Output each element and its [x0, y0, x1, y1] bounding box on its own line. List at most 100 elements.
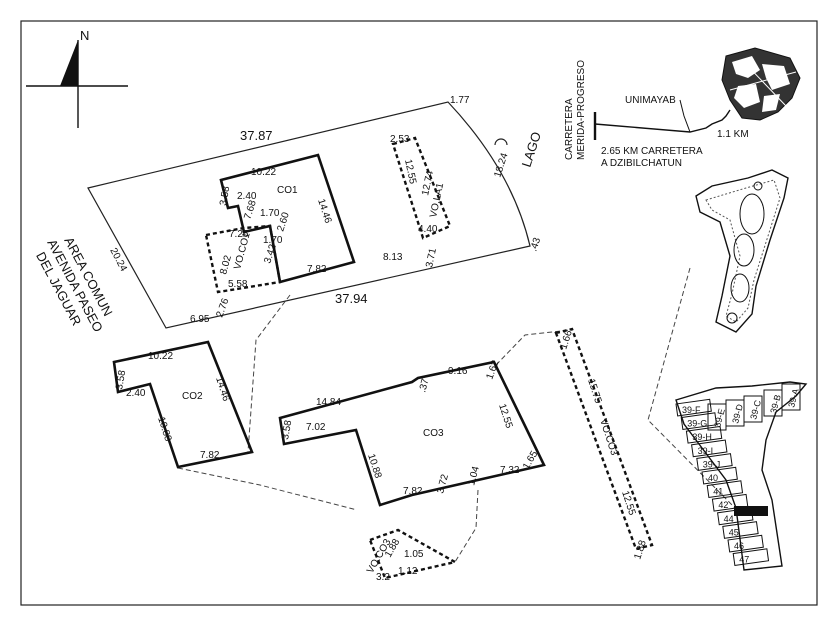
co1-dim-10: 7.82 [307, 264, 327, 275]
lot-label-39-I: 39-I [698, 446, 714, 456]
location-map: CARRETERA MERIDA-PROGRESO UNIMAYAB 1.1 K… [564, 47, 801, 169]
co1-dim-3: 2.40 [237, 191, 257, 202]
vo-co3-small-dim-4: 3.2 [376, 572, 390, 583]
lot-label-46: 46 [734, 541, 744, 551]
vo-la1-outline [391, 136, 452, 240]
site-dim-right-arc: 18.24 [492, 151, 510, 179]
vo-co3-small-dim-3: 1.12 [398, 566, 418, 577]
co3-dim-6: 7.02 [306, 422, 326, 433]
vo-la1-dim-1: 2.53 [390, 134, 410, 145]
vo-co3-long-dim-1: 1.66 [558, 329, 575, 351]
site-dim-left: 20.24 [107, 246, 129, 274]
co3-dim-9: 7.82 [403, 486, 423, 497]
site-dim-bl2: 2.76 [214, 297, 231, 319]
site-dim-top: 37.87 [240, 128, 273, 143]
vo-co1-dim-2: 8.02 [218, 254, 234, 276]
lot-label-40: 40 [708, 473, 718, 483]
north-label: N [80, 28, 89, 43]
lot-label-41: 41 [713, 487, 723, 497]
site-dim-right-small: .43 [528, 236, 543, 253]
lot-cell-39-G [680, 412, 718, 431]
road-label-1: CARRETERA [564, 98, 575, 160]
lago-label: LAGO [519, 130, 544, 169]
lot-label-47: 47 [739, 555, 749, 565]
co2-label: CO2 [182, 391, 203, 402]
lot-grid: 39-A39-B39-C39-D39-E39-F39-G39-H39-I39-J… [675, 381, 808, 571]
co2-dim-6: 7.82 [200, 450, 220, 461]
vo-la1-dim-3: 12.55 [402, 158, 418, 185]
lot-label-39-C: 39-C [748, 399, 763, 421]
leader-co3-vo [495, 329, 571, 366]
site-dim-bottom: 37.94 [335, 291, 368, 306]
vo-co1-outline [204, 224, 282, 294]
lot-label-39-H: 39-H [692, 432, 712, 442]
co1-dim-2: 3.58 [218, 185, 232, 207]
lot-cell-40 [701, 466, 738, 485]
site-boundary [87, 101, 531, 329]
lot-label-44: 44 [724, 514, 734, 524]
lot-label-42: 42 [718, 500, 728, 510]
lot-cell-46 [727, 534, 764, 553]
lot-label-39-B: 39-B [768, 394, 783, 415]
vo-co1-dim-3: 5.58 [228, 279, 248, 290]
co2-outline [112, 340, 254, 469]
lot-cell-39-E [707, 403, 727, 431]
lot-cell-42 [711, 493, 749, 512]
co3-outline [278, 360, 546, 507]
lot-label-39-D: 39-D [730, 403, 745, 425]
vo-la1-dim-5: 3.71 [424, 247, 439, 269]
lot-label-39-G: 39-G [687, 419, 707, 429]
site-dim-mid: 8.13 [383, 252, 403, 263]
campus-plan [721, 47, 801, 121]
lot-label-39-A: 39-A [786, 388, 801, 409]
site-dim-top-right: 1.77 [450, 95, 470, 106]
leader-co2-co3 [177, 467, 358, 511]
co2-dim-5: 10.88 [155, 416, 173, 444]
co1-dim-8: 14.46 [315, 198, 333, 226]
lot-cell-39-F [675, 398, 712, 417]
co3-dim-7: 12.55 [496, 403, 514, 431]
co3-dim-4: .37 [417, 377, 431, 394]
co2-dim-2: 3.58 [114, 369, 128, 391]
vo-co3-long-dim-4: 1.88 [632, 539, 649, 561]
lot-cell-45 [722, 521, 759, 539]
co3-dim-10: 3.72 [435, 473, 451, 495]
park-plan [695, 169, 789, 333]
carretera2-line2: A DZIBILCHATUN [601, 158, 682, 169]
co3-dim-12: 7.32 [500, 465, 520, 476]
unimayab-label: UNIMAYAB [625, 95, 676, 106]
vo-co1-dim-1: 7.26 [229, 229, 249, 240]
drawing-border [20, 20, 818, 606]
co3-label: CO3 [423, 428, 444, 439]
co2-dim-4: 14.46 [213, 376, 231, 404]
lot-cell-39-B [763, 389, 783, 417]
area-comun-label: AREA COMUN AVENIDA PASEO DEL JAGUAR [33, 234, 116, 334]
co3-dim-11: 1.04 [466, 465, 482, 487]
co1-dim-5: 1.70 [260, 208, 280, 219]
lot-cell-39-J [696, 453, 733, 471]
co2-dim-1: 10.22 [148, 351, 173, 362]
lot-cell-41 [706, 480, 744, 499]
co2-dim-3: 2.40 [126, 388, 146, 399]
vo-co3-long-outline [554, 327, 654, 551]
lot-cell-39-I [691, 439, 728, 458]
leader-map-lots [647, 267, 736, 509]
north-arrow: N [26, 28, 128, 128]
km-label: 1.1 KM [717, 129, 749, 140]
co3-dim-1: 9.16 [448, 366, 468, 377]
leader-co1-co2 [247, 294, 291, 453]
lot-label-39-J: 39-J [703, 459, 721, 469]
lot-label-45: 45 [729, 527, 739, 537]
carretera2-line1: 2.65 KM CARRETERA [601, 146, 703, 157]
lot-cell-47 [732, 548, 770, 567]
vo-co3-long-dim-2: 15.75 [585, 378, 603, 406]
co1-dim-1: 10.22 [251, 167, 276, 178]
lot-43-filled [734, 506, 768, 516]
vo-la1-dim-4: 4.40 [418, 224, 438, 235]
lot-label-39-F: 39-F [682, 405, 701, 415]
vo-la1-dim-2: 12.74 [420, 169, 436, 196]
lot-cell-39-H [685, 425, 723, 444]
co3-dim-3: 14.84 [316, 397, 341, 408]
leader-small-vo [454, 489, 479, 563]
